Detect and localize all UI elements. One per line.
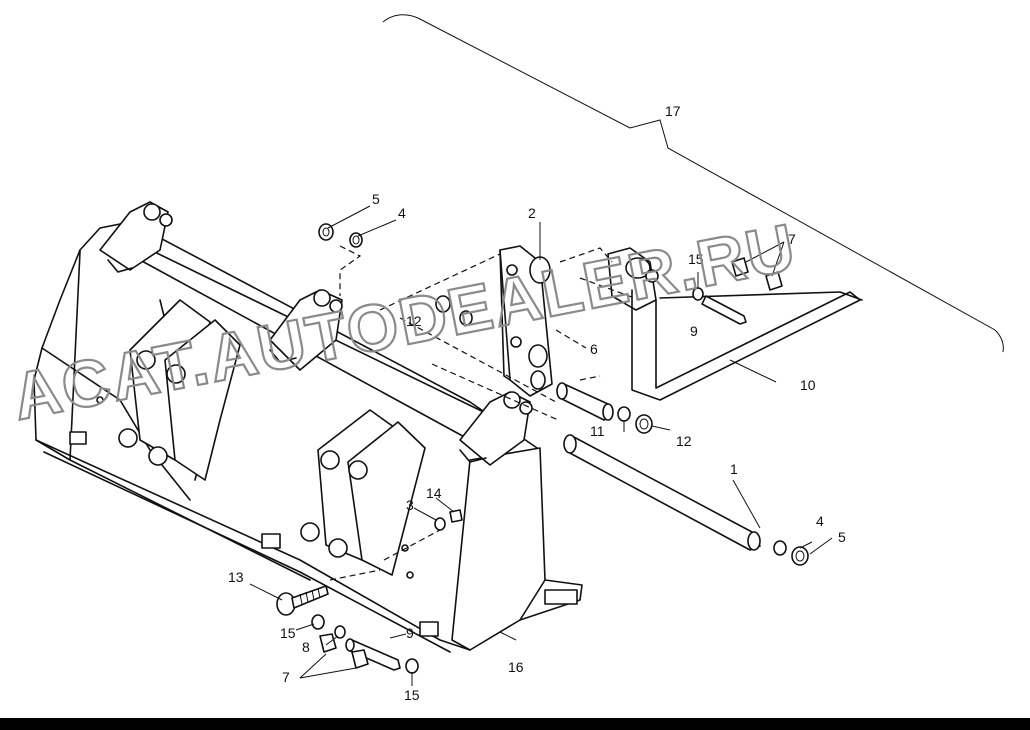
ring-11-left	[459, 310, 473, 326]
washer-12-right	[635, 414, 653, 434]
pin-1	[563, 434, 761, 551]
side-hole	[96, 396, 104, 404]
side-hole	[406, 571, 414, 579]
bolt-13	[276, 585, 329, 616]
ring-15-bottom	[405, 658, 419, 674]
bucket-top-bracket-right	[459, 391, 533, 466]
ring-3	[434, 517, 446, 531]
callout-5-bottom: 5	[838, 529, 846, 545]
washers	[311, 223, 809, 674]
callout-labels: 1 2 3 4 4 5 5 6 7 7 8 9 9 10 11 12 12 13…	[228, 103, 846, 703]
callout-9-lower: 9	[406, 625, 414, 641]
pin-9-lower	[345, 638, 401, 671]
callout-7-lower: 7	[282, 669, 290, 685]
ring-4-bottom	[773, 540, 787, 556]
washer-5-bottom	[791, 546, 809, 566]
callout-7-upper: 7	[788, 231, 796, 247]
hinge-bracket-2	[499, 245, 553, 397]
callout-12-right: 12	[676, 433, 692, 449]
ring-15-left	[311, 614, 325, 630]
callout-10: 10	[800, 377, 816, 393]
bottom-border	[0, 718, 1030, 730]
callout-17: 17	[665, 103, 681, 119]
washer-12-left	[435, 295, 451, 313]
bucket-lug-pair-right	[300, 409, 426, 576]
pin-6	[556, 382, 614, 421]
callout-4-top: 4	[398, 205, 406, 221]
callout-9-upper: 9	[690, 323, 698, 339]
assembly-guides	[329, 245, 641, 581]
ring-8	[334, 625, 346, 639]
callout-14: 14	[426, 485, 442, 501]
fork-frame-10	[607, 247, 863, 401]
callout-16: 16	[508, 659, 524, 675]
clips-7-lower	[319, 633, 369, 669]
callout-13: 13	[228, 569, 244, 585]
callout-15-left: 15	[280, 625, 296, 641]
leader-lines	[249, 205, 833, 686]
washer-5-top	[318, 223, 334, 241]
bucket-top-bracket-left	[99, 201, 173, 273]
callout-5-top: 5	[372, 191, 380, 207]
callout-8: 8	[302, 639, 310, 655]
callout-15-bottom: 15	[404, 687, 420, 703]
bucket-top-bracket-middle	[269, 289, 343, 371]
ring-11-right	[617, 406, 631, 422]
assembly-bracket-17	[382, 14, 1004, 353]
callout-12-left: 12	[406, 313, 422, 329]
pin-9-upper	[701, 295, 747, 325]
callout-2: 2	[528, 205, 536, 221]
callout-11: 11	[590, 423, 605, 439]
callout-1: 1	[730, 461, 738, 477]
bucket-lug-pair-left	[118, 299, 241, 481]
fitting-14	[449, 509, 463, 523]
callout-4-bottom: 4	[816, 513, 824, 529]
clips-7-upper	[731, 257, 783, 291]
callout-3: 3	[406, 497, 414, 513]
callout-6: 6	[590, 341, 598, 357]
callout-15-upper: 15	[688, 251, 704, 267]
ring-4-top	[349, 232, 363, 248]
